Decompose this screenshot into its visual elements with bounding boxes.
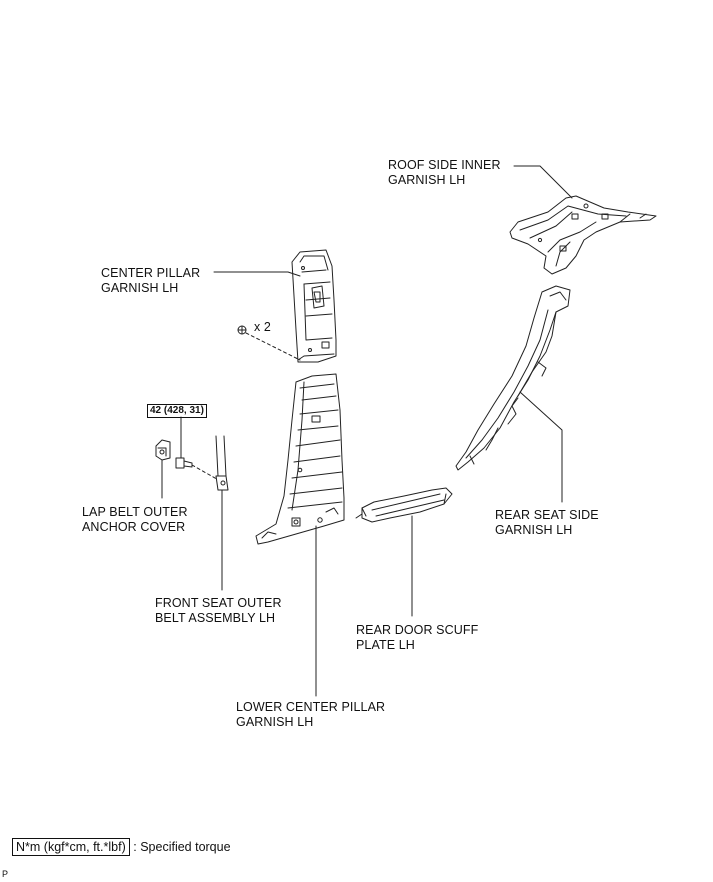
center-pillar-garnish-part (292, 250, 336, 362)
rear-door-scuff-plate-part (356, 488, 452, 522)
center-pillar-garnish-label-line2: GARNISH LH (101, 281, 179, 295)
rear-seat-side-garnish-part (456, 286, 570, 470)
torque-value-box: 42 (428, 31) (147, 404, 207, 418)
clip-part (238, 326, 300, 360)
rear-door-scuff-plate-label-line1: REAR DOOR SCUFF (356, 623, 479, 637)
rear-seat-side-garnish-label-line2: GARNISH LH (495, 523, 573, 537)
leader-lines (162, 166, 572, 696)
rear-door-scuff-plate-label-line2: PLATE LH (356, 638, 415, 652)
bolt-part (176, 458, 222, 482)
legend-description: Specified torque (140, 840, 231, 854)
legend-unit-box: N*m (kgf*cm, ft.*lbf) (12, 838, 130, 856)
lap-belt-anchor-cover-label-line1: LAP BELT OUTER (82, 505, 188, 519)
rear-seat-side-garnish-label: REAR SEAT SIDE GARNISH LH (495, 508, 599, 538)
front-seat-belt-assembly-part (216, 436, 228, 490)
roof-side-inner-garnish-part (510, 196, 656, 274)
lower-center-pillar-garnish-label-line2: GARNISH LH (236, 715, 314, 729)
rear-seat-side-garnish-label-line1: REAR SEAT SIDE (495, 508, 599, 522)
clip-quantity: x 2 (254, 320, 271, 334)
lap-belt-anchor-cover-part (156, 440, 170, 460)
lower-center-pillar-garnish-part (256, 374, 344, 544)
lap-belt-anchor-cover-label: LAP BELT OUTER ANCHOR COVER (82, 505, 188, 535)
roof-side-inner-garnish-label: ROOF SIDE INNER GARNISH LH (388, 158, 501, 188)
front-seat-belt-assembly-label-line1: FRONT SEAT OUTER (155, 596, 282, 610)
lower-center-pillar-garnish-label: LOWER CENTER PILLAR GARNISH LH (236, 700, 385, 730)
front-seat-belt-assembly-label-line2: BELT ASSEMBLY LH (155, 611, 276, 625)
torque-legend: N*m (kgf*cm, ft.*lbf) : Specified torque (12, 838, 231, 856)
center-pillar-garnish-label-line1: CENTER PILLAR (101, 266, 201, 280)
corner-mark: P (2, 869, 9, 879)
legend-separator: : (133, 840, 137, 854)
rear-door-scuff-plate-label: REAR DOOR SCUFF PLATE LH (356, 623, 478, 653)
lap-belt-anchor-cover-label-line2: ANCHOR COVER (82, 520, 186, 534)
front-seat-belt-assembly-label: FRONT SEAT OUTER BELT ASSEMBLY LH (155, 596, 282, 626)
roof-side-inner-garnish-label-line1: ROOF SIDE INNER (388, 158, 501, 172)
roof-side-inner-garnish-label-line2: GARNISH LH (388, 173, 466, 187)
center-pillar-garnish-label: CENTER PILLAR GARNISH LH (101, 266, 200, 296)
lower-center-pillar-garnish-label-line1: LOWER CENTER PILLAR (236, 700, 386, 714)
